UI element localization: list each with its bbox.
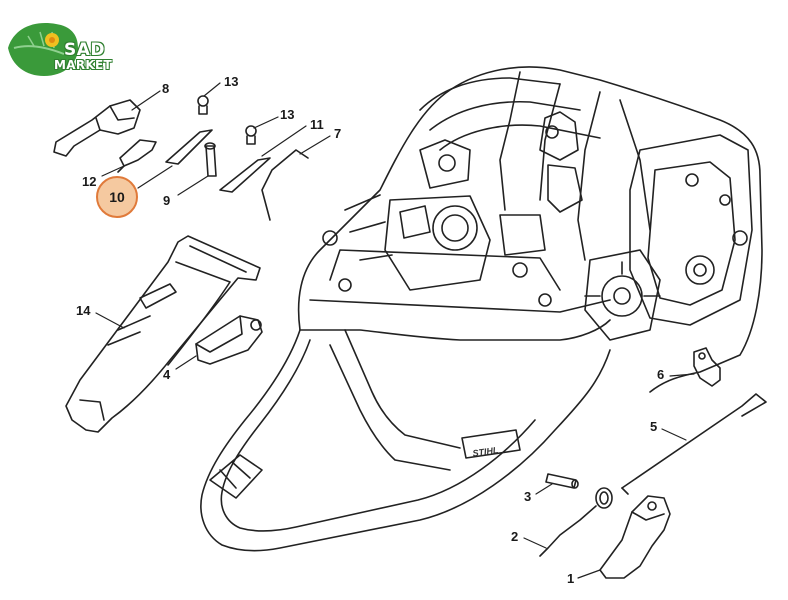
callout-1: 1 [567, 571, 575, 586]
callout-9: 9 [163, 193, 171, 208]
logo-line-2: MARKET [54, 58, 112, 72]
sadmarket-logo: SAD MARKET [4, 18, 116, 80]
highlighted-callout-10: 10 [96, 176, 138, 218]
callout-2: 2 [511, 529, 519, 544]
callout-11: 11 [310, 117, 324, 132]
callout-5: 5 [650, 419, 658, 434]
part-4-cap [195, 315, 263, 365]
stihl-engraving: STIHL [472, 445, 499, 459]
part-6-latch [693, 347, 721, 387]
part-3-pin [545, 473, 579, 489]
part-10-link [165, 129, 213, 165]
callout-12: 12 [82, 174, 97, 189]
callout-13-a: 13 [224, 74, 239, 89]
part-1-trigger [599, 495, 671, 579]
part-9-sleeve [204, 142, 217, 177]
part-8-lever [53, 99, 141, 157]
part-13-screw-a [197, 95, 209, 115]
part-5-rod [621, 393, 767, 495]
highlighted-callout-label: 10 [109, 189, 125, 205]
callout-14: 14 [76, 303, 91, 318]
part-13-screw-b [245, 125, 257, 145]
callout-4: 4 [163, 367, 171, 382]
part-12-bracket [117, 139, 157, 173]
callout-3: 3 [524, 489, 532, 504]
callout-6: 6 [657, 367, 665, 382]
part-2-spring [539, 487, 613, 557]
callout-8: 8 [162, 81, 170, 96]
callout-13-b: 13 [280, 107, 295, 122]
leaf-icon [8, 23, 78, 76]
part-14-handle-cover [65, 235, 261, 433]
part-11-link [219, 157, 271, 193]
callout-7: 7 [334, 126, 342, 141]
part-7-rod [261, 149, 309, 221]
logo-line-1: SAD [64, 40, 106, 60]
housing-body [200, 66, 763, 552]
leader-lines [95, 82, 695, 579]
